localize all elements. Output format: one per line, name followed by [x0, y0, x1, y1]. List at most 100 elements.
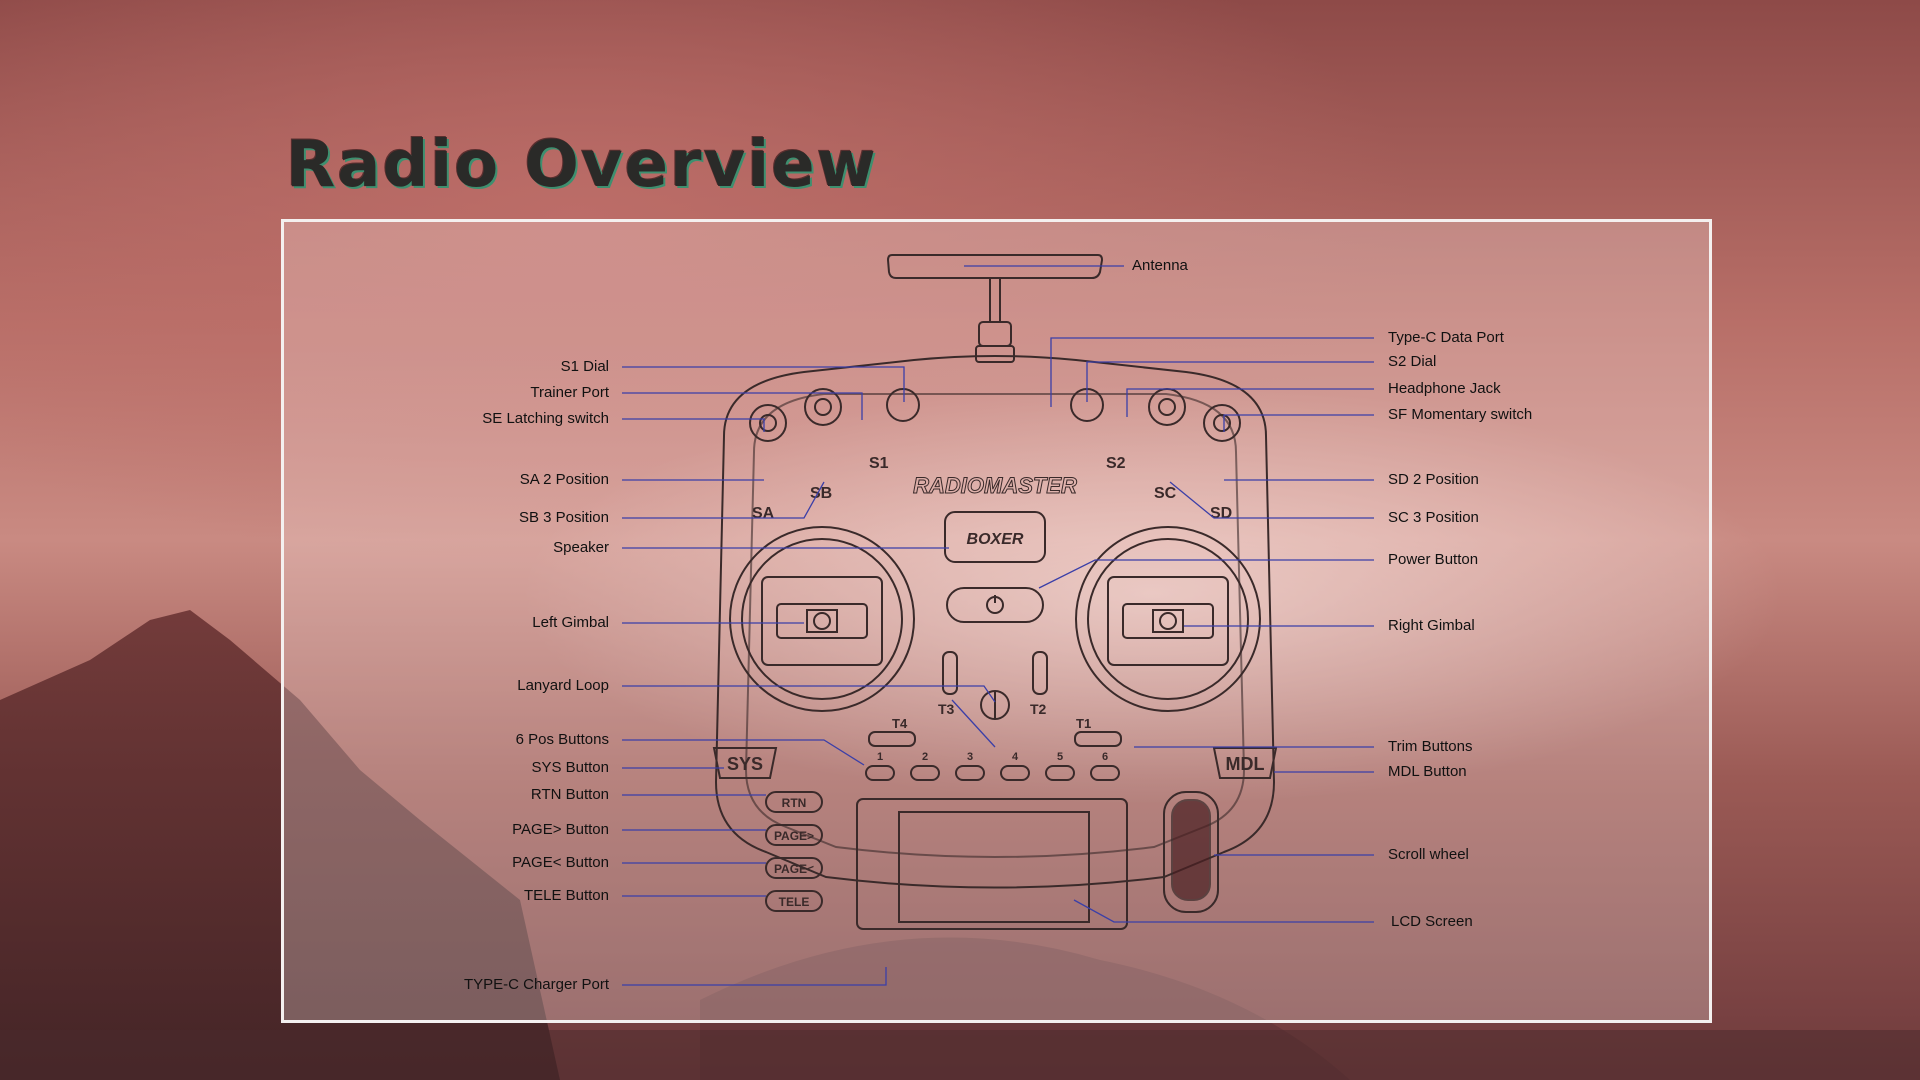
device-markings: RADIOMASTER BOXER S1 S2 SA SB SC SD T3 T… [727, 455, 1265, 909]
leader-se [622, 418, 765, 432]
trim-t2 [1032, 651, 1048, 695]
svg-text:PAGE<: PAGE< [774, 862, 814, 876]
label-typec-data: Type-C Data Port [1388, 329, 1504, 346]
s1-dial [886, 388, 920, 422]
svg-text:SC: SC [1154, 485, 1177, 502]
label-se-switch: SE Latching switch [482, 410, 609, 427]
radio-diagram: RADIOMASTER BOXER S1 S2 SA SB SC SD T3 T… [622, 254, 1374, 986]
label-headphone-jack: Headphone Jack [1388, 380, 1501, 397]
svg-text:T2: T2 [1030, 701, 1047, 717]
label-page-next-button: PAGE> Button [512, 821, 609, 838]
label-sd-switch: SD 2 Position [1388, 471, 1479, 488]
svg-text:RTN: RTN [782, 796, 807, 810]
label-lanyard-loop: Lanyard Loop [517, 677, 609, 694]
label-scroll-wheel: Scroll wheel [1388, 846, 1469, 863]
leader-s2 [1086, 361, 1374, 402]
sd-switch [1203, 404, 1241, 442]
mdl-button-shape [1212, 747, 1278, 779]
svg-text:T4: T4 [892, 716, 908, 731]
pos-button-6 [1090, 765, 1120, 781]
label-page-prev-button: PAGE< Button [512, 854, 609, 871]
svg-text:T3: T3 [938, 701, 955, 717]
leader-lines [622, 265, 1374, 986]
rtn-button-shape [765, 791, 823, 813]
label-power-button: Power Button [1388, 551, 1479, 568]
svg-text:6: 6 [1102, 751, 1108, 763]
right-gimbal [1075, 526, 1261, 712]
label-right-gimbal: Right Gimbal [1388, 617, 1475, 634]
svg-text:TELE: TELE [779, 895, 810, 909]
radio-body [714, 355, 1276, 889]
label-sb-switch: SB 3 Position [518, 509, 609, 526]
svg-text:S1: S1 [869, 455, 889, 472]
svg-text:4: 4 [1012, 751, 1019, 763]
tele-button-shape [765, 890, 823, 912]
label-sys-button: SYS Button [531, 759, 609, 776]
svg-text:SA: SA [752, 505, 775, 522]
leader-6pos [622, 739, 865, 766]
label-tele-button: TELE Button [523, 887, 609, 904]
pos-button-4 [1000, 765, 1030, 781]
label-mdl-button: MDL Button [1388, 763, 1467, 780]
leader-typec-data [1050, 337, 1374, 407]
pos-button-3 [955, 765, 985, 781]
label-s1-dial: S1 Dial [560, 358, 609, 375]
svg-text:3: 3 [967, 751, 973, 763]
page-title: Radio Overview [286, 128, 878, 202]
leader-lanyard [622, 685, 996, 703]
label-left-gimbal: Left Gimbal [532, 614, 609, 631]
leader-power [1038, 559, 1374, 589]
label-s2-dial: S2 Dial [1388, 353, 1437, 370]
svg-text:S2: S2 [1106, 455, 1126, 472]
leader-sf [1223, 414, 1374, 432]
label-lcd-screen: LCD Screen [1391, 913, 1473, 930]
antenna-base [978, 321, 1012, 347]
label-rtn-button: RTN Button [530, 786, 609, 803]
label-trainer-port: Trainer Port [530, 384, 609, 401]
mountain-left [0, 610, 560, 1080]
trim-t1 [1074, 731, 1122, 747]
lcd-screen [856, 798, 1128, 930]
pos-button-5 [1045, 765, 1075, 781]
pos-button-1 [865, 765, 895, 781]
svg-text:2: 2 [922, 751, 928, 763]
page-next-button-shape [765, 824, 823, 846]
leader-s1 [622, 366, 905, 402]
trim-t3 [942, 651, 958, 695]
scroll-wheel [1163, 791, 1219, 913]
lanyard-loop [980, 690, 1010, 720]
left-gimbal [729, 526, 915, 712]
label-typec-charger: TYPE-C Charger Port [463, 976, 609, 993]
label-speaker: Speaker [553, 539, 609, 556]
pos-button-2 [910, 765, 940, 781]
svg-text:SD: SD [1210, 505, 1232, 522]
svg-text:MDL: MDL [1226, 754, 1265, 774]
leader-trim-join [951, 699, 996, 748]
leader-headphone [1126, 388, 1374, 417]
label-trim-buttons: Trim Buttons [1388, 738, 1473, 755]
antenna-blade [886, 254, 1104, 279]
page-prev-button-shape [765, 857, 823, 879]
label-antenna: Antenna [1132, 257, 1188, 274]
sa-switch [749, 404, 787, 442]
label-sc-switch: SC 3 Position [1388, 509, 1479, 526]
label-sa-switch: SA 2 Position [519, 471, 609, 488]
trim-t4 [868, 731, 916, 747]
power-button [946, 587, 1044, 623]
leader-trainer [622, 392, 863, 420]
radio-outline [712, 254, 1278, 930]
svg-text:1: 1 [877, 751, 883, 763]
brand-text: RADIOMASTER [913, 473, 1077, 498]
leader-sc [1169, 481, 1374, 519]
leader-charger [622, 967, 887, 986]
label-6pos: 6 Pos Buttons [515, 731, 609, 748]
leader-sb [622, 481, 825, 519]
leader-lcd [1073, 899, 1374, 923]
sb-switch [804, 388, 842, 426]
svg-text:5: 5 [1057, 751, 1063, 763]
svg-text:PAGE>: PAGE> [774, 829, 814, 843]
model-text: BOXER [967, 531, 1024, 548]
label-sf-switch: SF Momentary switch [1388, 406, 1533, 423]
diagram-panel: RADIOMASTER BOXER S1 S2 SA SB SC SD T3 T… [281, 219, 1712, 1023]
